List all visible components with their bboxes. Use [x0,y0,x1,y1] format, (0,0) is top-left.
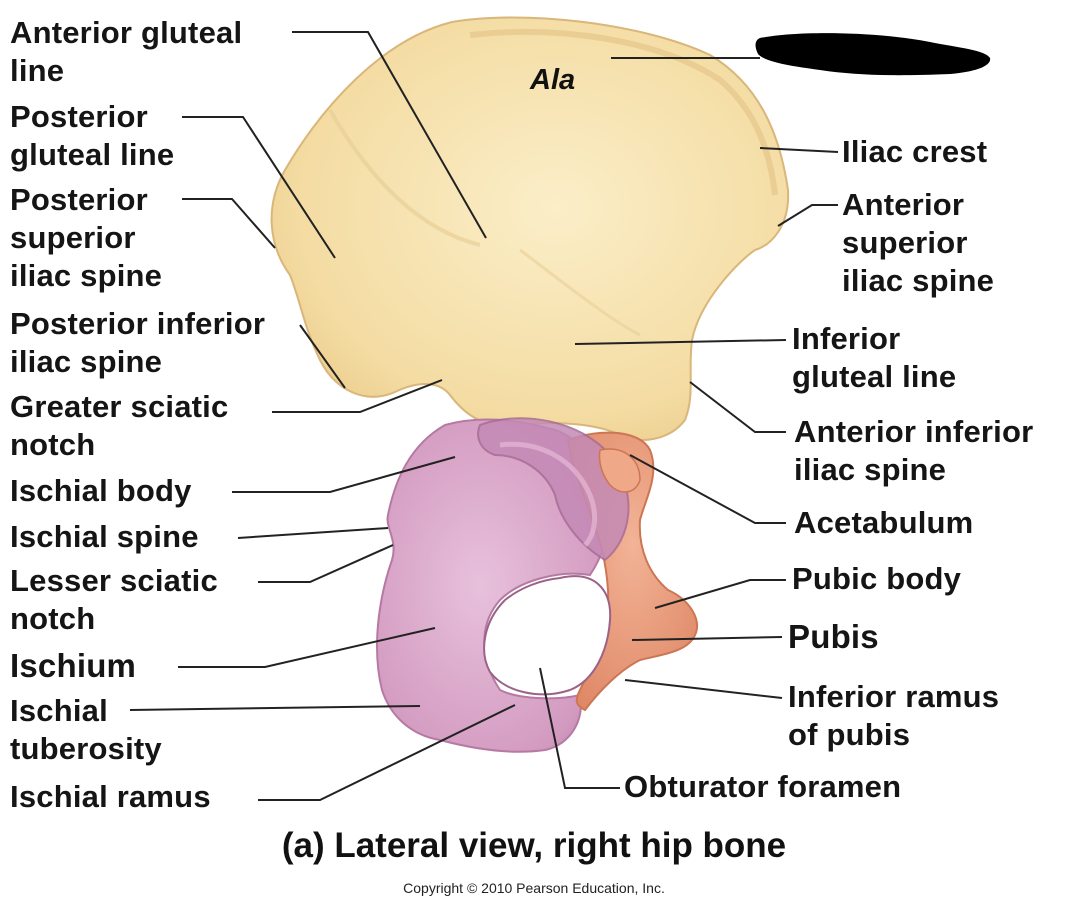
greater-sciatic-notch-label: Greater sciatic notch [10,389,229,462]
inferior-gluteal-line-label: Inferior gluteal line [792,321,957,394]
posterior-inferior-iliac-spine-label: Posterior inferior iliac spine [10,306,266,379]
acetabulum-shape [477,417,630,562]
ischial-tuberosity-label: Ischial tuberosity [10,693,162,766]
ischial-ramus-label: Ischial ramus [10,779,211,814]
ala-label: Ala [530,64,576,96]
ilium-shape [270,16,790,441]
obturator-foramen-shape [483,575,612,696]
inferior-ramus-of-pubis-label: Inferior ramus of pubis [788,679,1000,752]
anterior-superior-iliac-spine-label: Anterior superior iliac spine [842,187,995,298]
iliac-crest-label: Iliac crest [842,134,988,169]
redaction-mark [755,33,991,76]
anterior-gluteal-line-label: Anterior gluteal line [10,15,243,88]
posterior-gluteal-line-label: Posterior gluteal line [10,99,175,172]
pubic-body-label: Pubic body [792,561,962,596]
ischium-label: Ischium [10,647,137,684]
obturator-foramen-label: Obturator foramen [624,769,902,804]
leader-lines [129,31,839,801]
ischial-spine-label: Ischial spine [10,519,199,554]
copyright-notice: Copyright © 2010 Pearson Education, Inc. [403,880,665,896]
ischial-body-label: Ischial body [10,473,192,508]
figure-caption: (a) Lateral view, right hip bone [281,826,787,865]
pubis-label: Pubis [788,618,879,655]
acetabulum-label: Acetabulum [794,505,974,540]
posterior-superior-iliac-spine-label: Posterior superior iliac spine [10,182,163,293]
lesser-sciatic-notch-label: Lesser sciatic notch [10,563,218,636]
anterior-inferior-iliac-spine-label: Anterior inferior iliac spine [794,414,1034,487]
